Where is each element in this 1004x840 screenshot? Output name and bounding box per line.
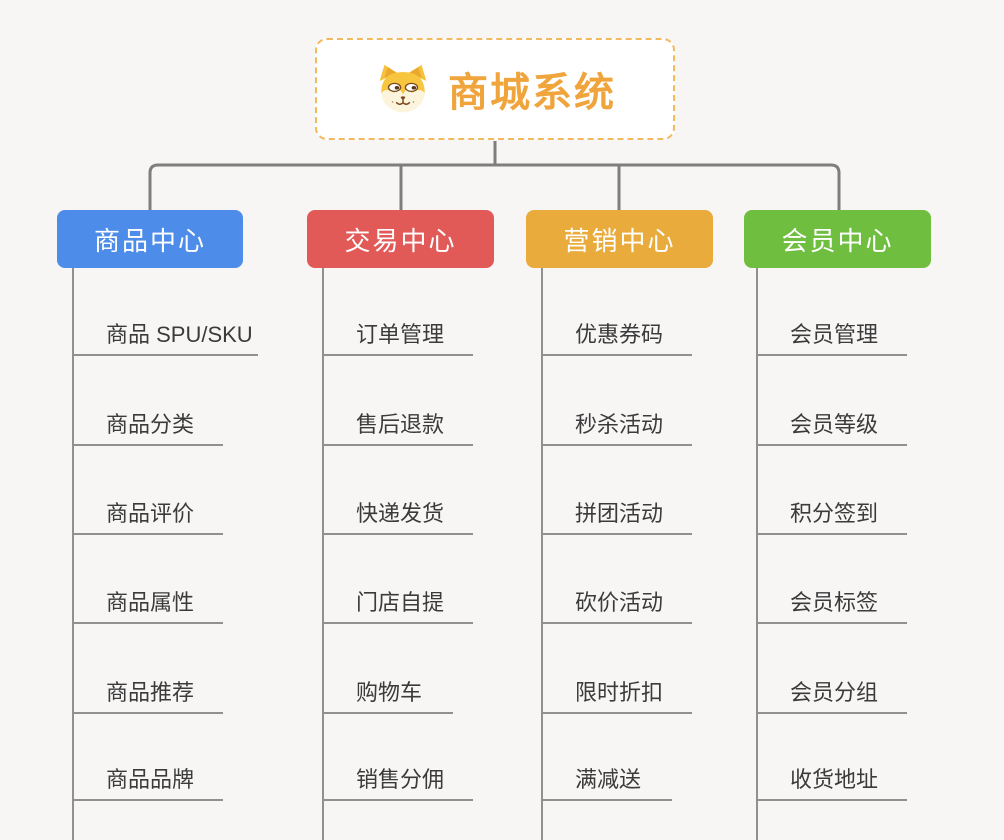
branch-member-center[interactable]: 会员中心 xyxy=(744,210,931,268)
child-topic[interactable]: 会员标签 xyxy=(756,578,907,624)
child-topic[interactable]: 商品属性 xyxy=(72,578,223,624)
branch-product-center[interactable]: 商品中心 xyxy=(57,210,243,268)
connector-lines xyxy=(148,141,841,210)
child-topic[interactable]: 销售分佣 xyxy=(322,755,473,801)
child-topic[interactable]: 拼团活动 xyxy=(541,489,692,535)
child-topic[interactable]: 订单管理 xyxy=(322,310,473,356)
child-topic[interactable]: 秒杀活动 xyxy=(541,400,692,446)
dog-face-icon xyxy=(379,64,427,113)
child-topic[interactable]: 会员等级 xyxy=(756,400,907,446)
root-title: 商城系统 xyxy=(448,71,616,115)
child-topic[interactable]: 商品分类 xyxy=(72,400,223,446)
trunk-line xyxy=(322,268,324,840)
branch-label: 营销中心 xyxy=(563,225,676,256)
child-topic[interactable]: 快递发货 xyxy=(322,489,473,535)
child-topic[interactable]: 收货地址 xyxy=(756,755,907,801)
child-topic[interactable]: 会员分组 xyxy=(756,668,907,714)
branch-label: 商品中心 xyxy=(93,225,206,256)
root-node[interactable]: 商城系统 xyxy=(315,38,675,140)
branch-label: 交易中心 xyxy=(344,225,457,256)
child-topic[interactable]: 砍价活动 xyxy=(541,578,692,624)
trunk-line xyxy=(72,268,74,840)
child-topic[interactable]: 满减送 xyxy=(541,755,672,801)
child-topic[interactable]: 购物车 xyxy=(322,668,453,714)
child-topic[interactable]: 限时折扣 xyxy=(541,668,692,714)
child-topic[interactable]: 会员管理 xyxy=(756,310,907,356)
branch-marketing-center[interactable]: 营销中心 xyxy=(526,210,713,268)
trunk-line xyxy=(756,268,758,840)
child-topic[interactable]: 商品 SPU/SKU xyxy=(72,310,258,356)
branch-trade-center[interactable]: 交易中心 xyxy=(307,210,494,268)
branch-label: 会员中心 xyxy=(781,225,894,256)
child-topic[interactable]: 门店自提 xyxy=(322,578,473,624)
branch-rail-line xyxy=(148,163,841,210)
child-topic[interactable]: 商品评价 xyxy=(72,489,223,535)
child-topic[interactable]: 售后退款 xyxy=(322,400,473,446)
trunk-line xyxy=(541,268,543,840)
child-topic[interactable]: 积分签到 xyxy=(756,489,907,535)
child-topic[interactable]: 优惠券码 xyxy=(541,310,692,356)
child-topic[interactable]: 商品品牌 xyxy=(72,755,223,801)
child-topic[interactable]: 商品推荐 xyxy=(72,668,223,714)
